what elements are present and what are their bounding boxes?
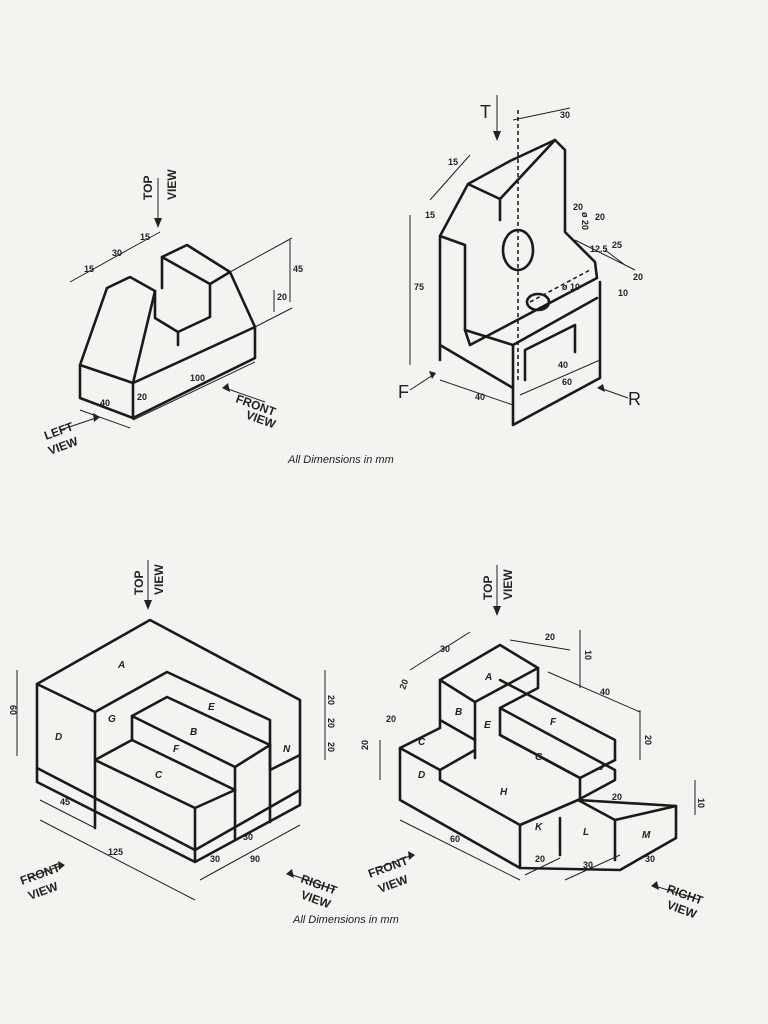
fig1-dim-5: 20 [277,292,287,302]
fig1-dim-8: 100 [190,373,205,383]
fig4-face-l: L [583,827,589,838]
figure-1: 15 30 15 45 20 40 20 100 TOP VIEW FRONT … [42,169,303,458]
fig1-top-arrow-icon [154,218,162,228]
fig2-dim-8: 12.5 [590,244,608,254]
fig1-dim-6: 40 [100,398,110,408]
fig2-dim-12: ø 10 [562,282,580,292]
caption-top: All Dimensions in mm [288,454,394,466]
fig3-face-f: F [173,744,180,755]
fig1-dim-7: 20 [137,392,147,402]
fig2-dim-9: 20 [633,272,643,282]
fig3-face-e: E [208,702,215,713]
fig4-top-label-2: VIEW [501,569,515,600]
fig3-face-d: D [55,732,62,743]
fig2-dim-1: 30 [560,110,570,120]
fig1-front-arrow-icon [222,383,230,392]
fig4-face-h: H [500,787,508,798]
fig4-face-j: J [598,762,604,773]
fig1-dim-3: 15 [140,232,150,242]
fig4-dim-8: 20 [643,735,653,745]
fig4-dim-12: 20 [535,854,545,864]
fig3-dim-1: 60 [8,705,18,715]
fig4-dim-2: 20 [545,632,555,642]
fig3-right-arrow-icon [286,869,294,878]
fig4-face-k: K [535,822,543,833]
caption-bottom: All Dimensions in mm [293,914,399,926]
fig4-face-m: M [642,830,651,841]
fig4-dim-11: 60 [450,834,460,844]
fig3-dim-9: 90 [250,854,260,864]
fig4-dim-10: 10 [696,798,706,808]
fig1-top-label-2: VIEW [165,169,179,200]
fig2-f-arrow-icon [429,371,436,379]
fig4-dim-9: 20 [612,792,622,802]
figure-2: 30 15 15 75 20 20 25 12.5 20 10 ø 20 ø 1… [398,95,643,427]
fig3-top-arrow-icon [144,600,152,610]
fig4-dim-3: 10 [583,650,593,660]
fig4-face-c: C [418,737,426,748]
fig3-front-arrow-icon [58,861,65,870]
fig4-dim-7: 40 [600,687,610,697]
fig2-dim-13: 40 [558,360,568,370]
fig4-face-e: E [484,720,491,731]
fig2-f-label: F [398,382,409,402]
fig2-dim-2: 15 [448,157,458,167]
fig1-left-arrow-icon [93,413,100,422]
fig1-top-label: TOP [141,176,155,200]
fig2-dim-7: 25 [612,240,622,250]
fig4-face-d: D [418,770,425,781]
fig2-r-label: R [628,389,641,409]
fig3-dim-6: 125 [108,847,123,857]
fig4-dim-4: 20 [397,678,410,691]
fig3-dim-7: 30 [243,832,253,842]
fig2-dim-11: ø 20 [580,212,590,230]
fig4-dim-6: 20 [360,740,370,750]
fig3-dim-3: 20 [326,718,336,728]
fig3-dim-4: 20 [326,742,336,752]
fig2-dim-6: 20 [595,212,605,222]
fig2-t-arrow-icon [493,131,501,141]
fig3-dim-2: 20 [326,695,336,705]
fig4-dim-13: 30 [583,860,593,870]
fig4-front-arrow-icon [408,851,415,860]
fig3-face-c: C [155,770,163,781]
fig3-face-a: A [117,660,125,671]
figure-4: 30 20 10 20 20 20 40 20 20 10 60 20 30 3… [360,565,706,922]
fig2-dim-3: 15 [425,210,435,220]
fig3-face-b: B [190,727,197,738]
fig2-r-arrow-icon [597,384,605,392]
fig4-top-label: TOP [481,576,495,600]
fig3-top-label: TOP [132,571,146,595]
fig4-dim-1: 30 [440,644,450,654]
fig2-dim-5: 20 [573,202,583,212]
figure-3: 60 20 20 20 45 125 30 30 90 A B C D E F … [8,560,339,912]
fig3-face-g: G [108,714,116,725]
fig4-face-f: F [550,717,557,728]
fig4-face-a: A [484,672,492,683]
fig4-right-arrow-icon [651,881,659,890]
fig2-dim-4: 75 [414,282,424,292]
fig3-dim-5: 45 [60,797,70,807]
fig4-dim-5: 20 [386,714,396,724]
fig3-top-label-2: VIEW [152,564,166,595]
fig2-dim-15: 40 [475,392,485,402]
fig4-top-arrow-icon [493,606,501,616]
fig4-dim-14: 30 [645,854,655,864]
fig2-t-label: T [480,102,491,122]
fig1-dim-4: 45 [293,264,303,274]
fig2-dim-14: 60 [562,377,572,387]
fig3-face-n: N [283,744,291,755]
fig4-face-g: G [535,752,543,763]
fig2-dim-10: 10 [618,288,628,298]
fig1-dim-1: 15 [84,264,94,274]
fig4-face-b: B [455,707,462,718]
fig3-dim-8: 30 [210,854,220,864]
fig1-dim-2: 30 [112,248,122,258]
